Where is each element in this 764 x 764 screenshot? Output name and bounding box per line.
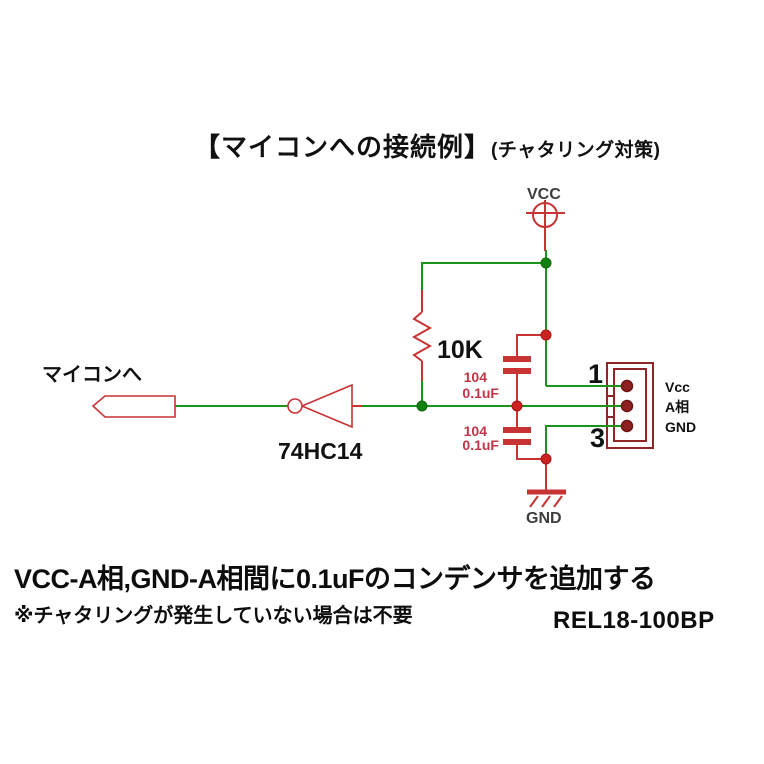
gnd-symbol (527, 459, 566, 508)
gnd-label: GND (526, 510, 562, 527)
cap-top-value-label: 0.1uF (462, 385, 499, 401)
cap-top-code-label: 104 (464, 369, 488, 385)
resistor-symbol (411, 290, 433, 381)
capacitor-bottom-symbol (503, 406, 546, 460)
note-add-capacitor: VCC-A相,GND-A相間に0.1uFのコンデンサを追加する (14, 564, 656, 594)
vcc-power-symbol (526, 200, 565, 251)
pin-label-a-phase: A相 (665, 399, 689, 415)
pin-number-3: 3 (590, 423, 605, 453)
cap-bottom-code-label: 104 (464, 423, 488, 439)
page-title: 【マイコンへの接続例】(チャタリング対策) (194, 127, 660, 164)
capacitor-top-symbol (503, 334, 546, 406)
wires (175, 250, 626, 459)
pin-number-1: 1 (588, 359, 603, 389)
pin-label-gnd: GND (665, 419, 696, 435)
title-main: 【マイコンへの接続例】 (194, 132, 492, 162)
connector-pins (620, 379, 634, 433)
title-sub: (チャタリング対策) (491, 140, 661, 161)
net-flag-symbol (91, 395, 176, 418)
pin-label-vcc: Vcc (665, 379, 690, 395)
note-not-required: ※チャタリングが発生していない場合は不要 (14, 605, 413, 627)
junction-dots (416, 257, 552, 465)
net-label: マイコンへ (42, 364, 142, 386)
resistor-value-label: 10K (437, 336, 483, 364)
inverter-symbol (287, 383, 362, 429)
cap-bottom-value-label: 0.1uF (462, 437, 499, 453)
part-number: REL18-100BP (553, 607, 715, 634)
vcc-label: VCC (527, 186, 561, 203)
inverter-label: 74HC14 (278, 438, 363, 464)
